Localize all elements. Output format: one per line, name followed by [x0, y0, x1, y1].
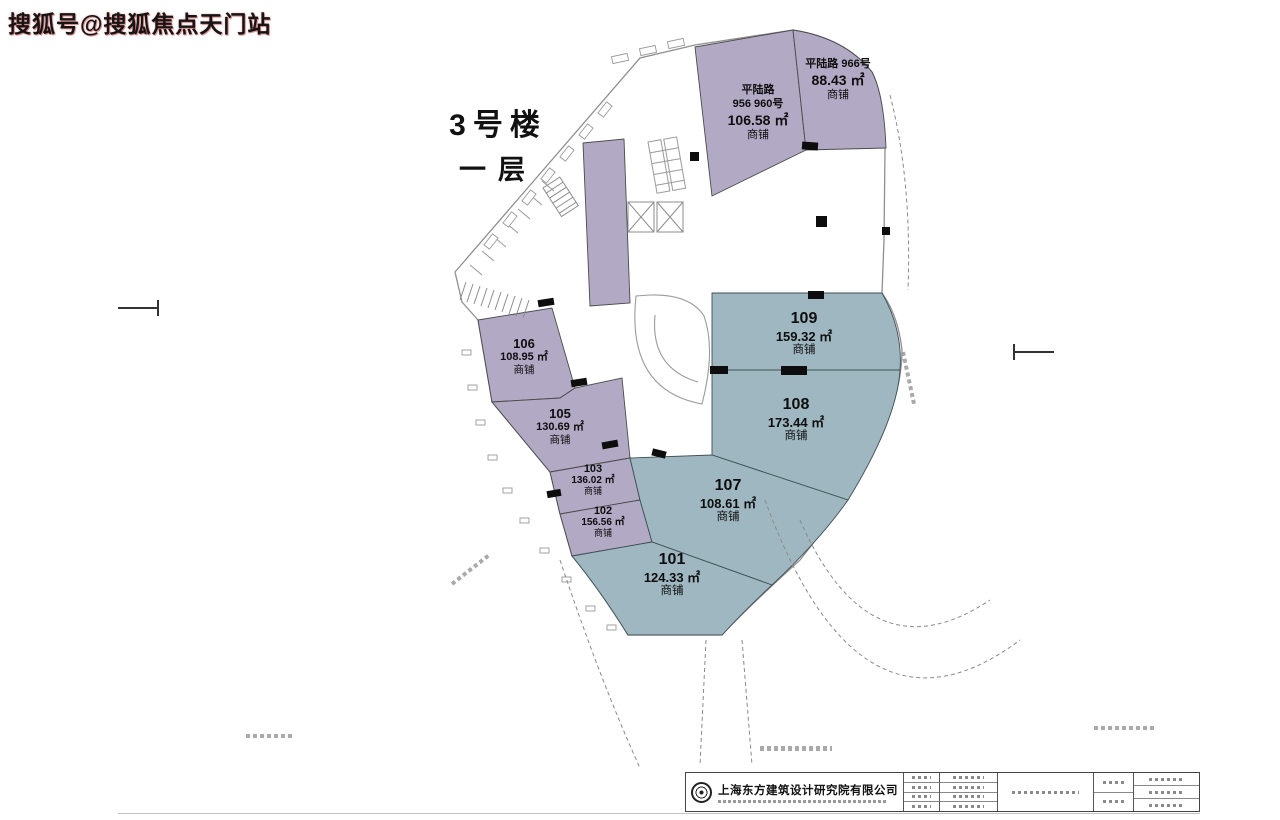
title-block-grid-2 — [940, 773, 998, 811]
unit-956-area: 106.58 ㎡ — [727, 111, 789, 128]
site-dashed-lines — [559, 94, 1021, 769]
unit-956-label: 平陆路 956 960号 106.58 ㎡ 商铺 — [710, 84, 806, 143]
unit-108-label: 108 173.44 ㎡ 商铺 — [744, 396, 848, 444]
unit-966-type: 商铺 — [827, 89, 849, 102]
unit-102-label: 102 156.56 ㎡ 商铺 — [562, 505, 644, 538]
unit-105-type: 商铺 — [549, 434, 571, 447]
unit-105-label: 105 130.69 ㎡ 商铺 — [515, 406, 605, 447]
unit-966-street: 平陆路 966号 — [805, 58, 871, 70]
unit-102-type: 商铺 — [593, 527, 612, 538]
unit-107-type: 商铺 — [716, 511, 740, 524]
unit-101-area: 124.33 ㎡ — [643, 569, 701, 585]
unit-106-area: 108.95 ㎡ — [500, 351, 548, 364]
unit-956-type: 商铺 — [747, 129, 769, 141]
core-curved-walls — [634, 294, 711, 405]
unit-102-number: 102 — [593, 505, 613, 517]
unit-106-label: 106 108.95 ㎡ 商铺 — [480, 336, 568, 377]
unit-105-area: 130.69 ㎡ — [536, 421, 584, 434]
purple-unit-regions — [477, 29, 887, 557]
unit-103-number: 103 — [583, 463, 603, 475]
unit-107-label: 107 108.61 ㎡ 商铺 — [676, 477, 780, 525]
unit-109-label: 109 159.32 ㎡ 商铺 — [752, 310, 856, 358]
elevator-symbol — [627, 201, 684, 233]
stair-treads — [469, 180, 555, 276]
unit-109-area: 159.32 ㎡ — [775, 328, 833, 344]
unit-101-region — [571, 541, 773, 636]
unit-106-number: 106 — [513, 336, 535, 351]
unit-109-number: 109 — [790, 310, 818, 327]
sheet-border-line — [118, 813, 1200, 814]
unit-101-label: 101 124.33 ㎡ 商铺 — [620, 551, 724, 599]
unit-108-type: 商铺 — [784, 430, 808, 443]
unit-108-area: 173.44 ㎡ — [767, 414, 825, 430]
unit-105-number: 105 — [549, 406, 571, 421]
unit-103-area: 136.02 ㎡ — [571, 474, 615, 486]
plan-title: 3号楼 一层 — [428, 100, 568, 187]
annotation-illegible — [246, 734, 292, 738]
plan-title-building: 3号楼 — [449, 109, 547, 142]
watermark: 搜狐号@搜狐焦点天门站 — [8, 11, 272, 37]
unit-108-number: 108 — [782, 396, 810, 413]
title-block-grid-1 — [904, 773, 940, 811]
unit-106-type: 商铺 — [513, 364, 535, 377]
title-block-grid-3 — [1094, 773, 1134, 811]
unit-107-number: 107 — [714, 477, 742, 494]
company-name: 上海东方建筑设计研究院有限公司 — [718, 784, 898, 797]
unit-103-type: 商铺 — [583, 485, 602, 496]
unit-956-street: 平陆路 — [741, 84, 775, 96]
unit-101-number: 101 — [658, 551, 686, 568]
section-markers — [118, 300, 1054, 360]
annotation-illegible — [760, 746, 832, 751]
unit-956-number: 956 960号 — [732, 97, 784, 110]
unit-109-type: 商铺 — [792, 344, 816, 357]
escalator-symbol — [647, 136, 687, 194]
plan-title-floor: 一层 — [459, 155, 537, 185]
teal-unit-regions — [571, 292, 901, 636]
annotation-illegible — [1094, 726, 1156, 730]
title-block: 上海东方建筑设计研究院有限公司 — [685, 772, 1200, 812]
unit-103-label: 103 136.02 ㎡ 商铺 — [552, 463, 634, 496]
title-block-company-cell: 上海东方建筑设计研究院有限公司 — [686, 773, 904, 811]
door-markers — [537, 141, 890, 499]
unit-107-area: 108.61 ㎡ — [699, 495, 757, 511]
title-block-grid-4 — [1134, 773, 1199, 811]
stair-symbol — [542, 176, 579, 218]
unit-102-area: 156.56 ㎡ — [581, 516, 625, 528]
unit-966-area: 88.43 ㎡ — [811, 71, 865, 88]
company-subtext-illegible — [718, 799, 886, 803]
unit-966-region — [792, 29, 887, 151]
title-block-drawing-name-cell — [998, 773, 1094, 811]
company-logo-icon — [691, 781, 712, 803]
window-ticks — [461, 37, 686, 631]
corridor-region — [582, 138, 631, 307]
unit-101-type: 商铺 — [660, 585, 684, 598]
unit-966-label: 平陆路 966号 88.43 ㎡ 商铺 — [792, 58, 884, 103]
entrance-hatch — [459, 281, 530, 319]
